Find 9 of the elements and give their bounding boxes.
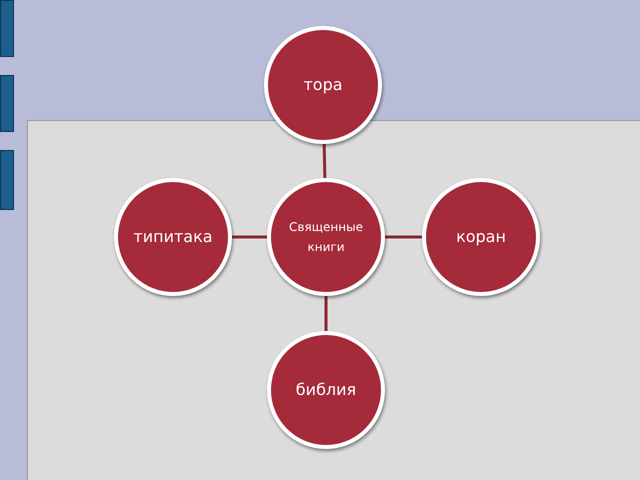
connector-line [322, 144, 326, 178]
connector-line [385, 236, 422, 238]
connector-line [232, 236, 267, 238]
node-label: библия [294, 379, 358, 402]
connector-line [324, 296, 328, 331]
node-label: тора [302, 74, 344, 96]
node-label: типитака [132, 226, 214, 248]
node-label: Священные книги [288, 218, 364, 256]
node-label: коран [455, 226, 507, 248]
